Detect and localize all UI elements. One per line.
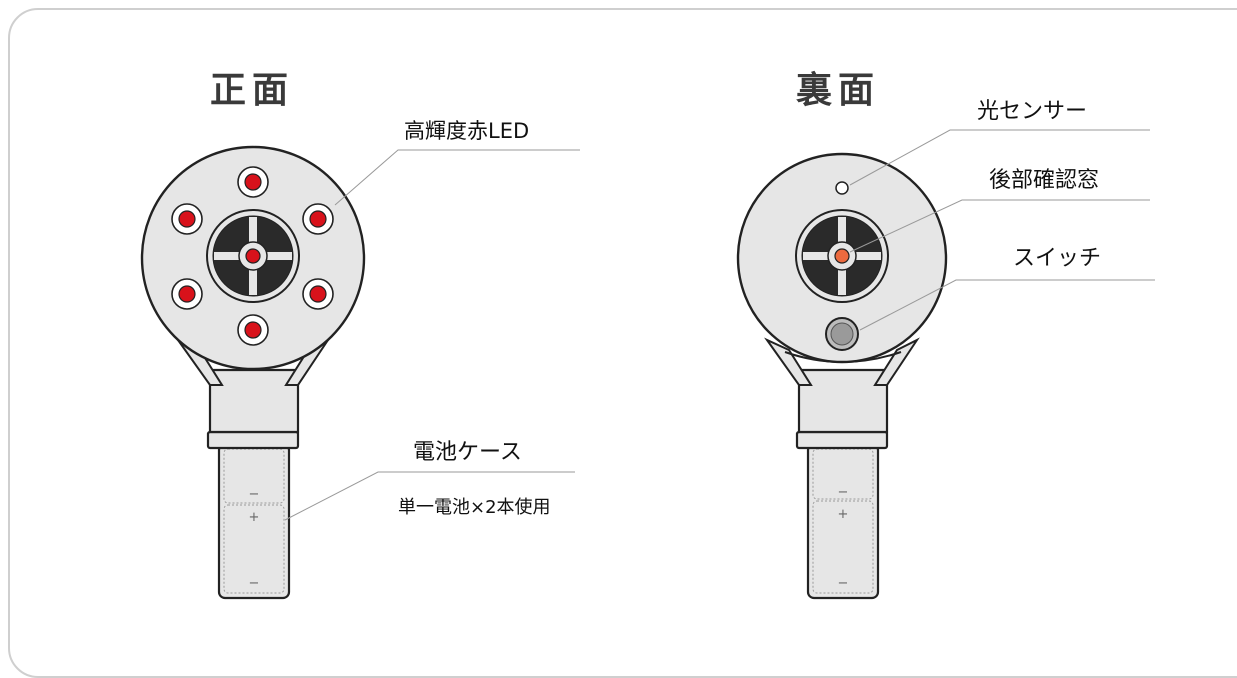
leader-light-sensor (849, 129, 1150, 186)
front-view: 正面 − + − 高輝度赤LED 電池ケース (140, 70, 580, 600)
leader-switch (859, 279, 1155, 331)
leader-battery-case (284, 471, 575, 521)
front-led-top (237, 166, 269, 198)
front-battery-cell-2 (223, 504, 285, 594)
label-light-sensor: 光センサー (977, 99, 1087, 124)
front-led-upper-right (302, 203, 334, 235)
label-switch: スイッチ (1013, 246, 1101, 271)
front-led-lower-left (171, 278, 203, 310)
front-plus-mark: + (249, 510, 260, 525)
back-switch-button (830, 322, 854, 346)
front-title: 正面 (210, 70, 294, 111)
front-led-lower-right (302, 278, 334, 310)
back-rear-window (834, 248, 850, 264)
back-bracket (764, 337, 920, 386)
back-title: 裏面 (796, 70, 880, 111)
leader-rear-window (849, 199, 1150, 253)
back-battery-cell-2 (812, 500, 874, 594)
leader-led (334, 149, 580, 206)
diagram-canvas: 正面 − + − 高輝度赤LED 電池ケース (140, 70, 1155, 600)
back-collar (795, 430, 889, 450)
label-rear-window: 後部確認窓 (989, 168, 1099, 193)
front-led-bottom (237, 314, 269, 346)
back-minus-bottom: − (838, 576, 849, 591)
front-neck (208, 368, 300, 434)
front-minus-top: − (249, 487, 260, 502)
front-led-upper-left (171, 203, 203, 235)
back-view: 裏面 − + − 光センサー 後部確認窓 スイッチ (736, 70, 1155, 600)
back-minus-top: − (838, 485, 849, 500)
front-collar (206, 430, 300, 450)
label-battery-note: 単一電池×2本使用 (398, 497, 551, 518)
label-battery-case: 電池ケース (413, 440, 522, 465)
label-led: 高輝度赤LED (404, 119, 529, 143)
back-neck (797, 368, 889, 434)
back-light-sensor (835, 181, 849, 195)
front-led-center (245, 248, 261, 264)
back-plus-mark: + (838, 507, 849, 522)
front-minus-bottom: − (249, 576, 260, 591)
